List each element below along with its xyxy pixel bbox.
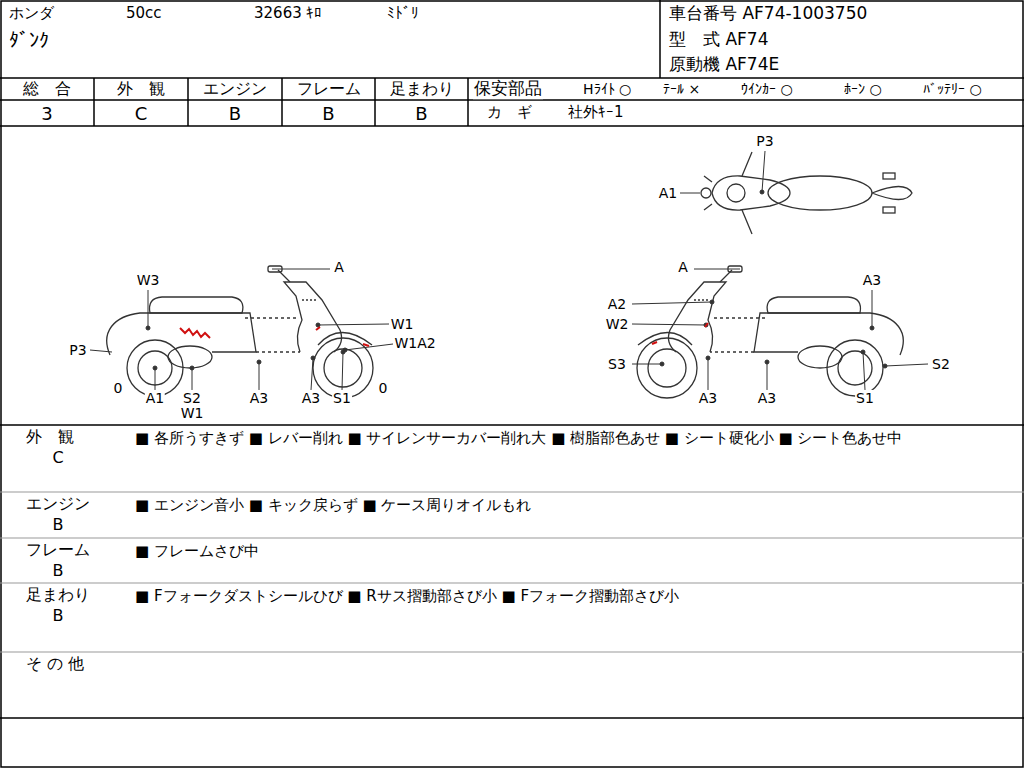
grade-value: B: [53, 516, 64, 534]
remark-text: ■ エンジン音小 ■ キック戻らず ■ ケース周りオイルもれ: [135, 495, 1010, 517]
callout-letter: A: [333, 259, 345, 275]
grade-cell: 外 観 C: [94, 78, 188, 126]
grade-heading: エンジン: [26, 495, 90, 513]
grade-heading: 総 合: [23, 80, 71, 98]
key-value: 社外ｷｰ1: [567, 104, 625, 121]
grade-value: B: [229, 104, 241, 125]
callout-letter: A2: [607, 296, 627, 312]
grade-heading: そ の 他: [26, 655, 84, 673]
safety-item: ｳｲﾝｶｰ ○: [740, 81, 794, 97]
remark-row: 足まわり B ■ Fフォークダストシールひび ■ Rサス摺動部さび小 ■ Fフォーク…: [0, 583, 1024, 652]
callout-letter: A: [677, 259, 689, 275]
leader-lines: [90, 151, 928, 390]
header-field: 車台番号 AF74-1003750: [668, 4, 868, 24]
callout-letter: S2: [182, 390, 202, 406]
grade-heading: 外 観: [26, 428, 74, 446]
callout-letter: W3: [136, 272, 161, 288]
grade-cell: フレーム B: [282, 78, 375, 126]
scooter-top-view: [701, 152, 912, 234]
remark-row: 外 観 C ■ 各所うすきず ■ レバー削れ ■ サイレンサーカバー削れ大 ■ 樹脂…: [0, 425, 1024, 492]
key-heading: カ ギ: [486, 104, 533, 121]
callout-letter: A1: [145, 390, 165, 406]
remark-row: そ の 他: [0, 652, 1024, 718]
grade-value: B: [415, 104, 427, 125]
header-field: ﾐﾄﾞﾘ: [386, 5, 420, 22]
header-field: 原動機 AF74E: [668, 55, 780, 75]
callout-letter: A3: [757, 390, 777, 406]
scooter-right-side: [637, 266, 903, 398]
callout-letter: W1: [180, 405, 205, 421]
grade-value: B: [53, 562, 64, 580]
callout-letter: S1: [332, 390, 352, 406]
grade-value: B: [322, 104, 334, 125]
grade-heading: フレーム: [297, 80, 361, 98]
callout-letter: A3: [301, 390, 321, 406]
header-field: ﾀﾞﾝｸ: [8, 29, 50, 52]
safety-heading: 保安部品: [473, 79, 543, 99]
grade-cell: 総 合 3: [0, 78, 94, 126]
callout-letter: 0: [113, 380, 124, 396]
callout-letter: W2: [605, 316, 630, 332]
grade-value: C: [52, 449, 63, 467]
header-field: ホンダ: [8, 5, 55, 22]
grade-cell: エンジン B: [188, 78, 282, 126]
grade-heading: 足まわり: [390, 80, 454, 98]
callout-letter: 0: [378, 380, 389, 396]
grade-value: C: [135, 104, 148, 125]
safety-item: ﾎｰﾝ ○: [843, 81, 883, 97]
safety-item: ﾃｰﾙ ×: [662, 81, 701, 97]
grade-value: 3: [41, 104, 52, 125]
callout-letter: S1: [855, 390, 875, 406]
scooter-left-side: [107, 266, 373, 398]
header-field: 型 式 AF74: [668, 30, 769, 50]
remark-text: ■ フレームさび中: [135, 541, 1010, 563]
header-field: 50cc: [125, 5, 163, 22]
grade-value: B: [53, 607, 64, 625]
remark-row: エンジン B ■ エンジン音小 ■ キック戻らず ■ ケース周りオイルもれ: [0, 492, 1024, 538]
safety-item: Hﾗｲﾄ ○: [582, 81, 632, 97]
grade-heading: 外 観: [117, 80, 165, 98]
callout-letter: P3: [68, 342, 87, 358]
callout-letter: S3: [607, 356, 627, 372]
remark-text: ■ 各所うすきず ■ レバー削れ ■ サイレンサーカバー削れ大 ■ 樹脂部色あせ…: [135, 428, 1010, 450]
callout-letter: A1: [658, 185, 678, 201]
callout-letter: A3: [698, 390, 718, 406]
remark-text: ■ Fフォークダストシールひび ■ Rサス摺動部さび小 ■ Fフォーク摺動部さび…: [135, 586, 1010, 608]
header-field: 32663 ｷﾛ: [253, 5, 324, 22]
remark-row: フレーム B ■ フレームさび中: [0, 538, 1024, 583]
safety-item: ﾊﾞｯﾃﾘｰ ○: [922, 81, 983, 97]
callout-letter: P3: [755, 133, 774, 149]
grade-heading: エンジン: [203, 80, 267, 98]
grade-heading: フレーム: [26, 541, 90, 559]
grade-cell: 足まわり B: [375, 78, 468, 126]
grade-heading: 足まわり: [26, 586, 90, 604]
callout-letter: A3: [249, 390, 269, 406]
callout-letter: W1A2: [393, 335, 436, 351]
callout-letter: W1: [390, 316, 415, 332]
callout-letter: A3: [862, 272, 882, 288]
callout-letter: S2: [931, 356, 951, 372]
